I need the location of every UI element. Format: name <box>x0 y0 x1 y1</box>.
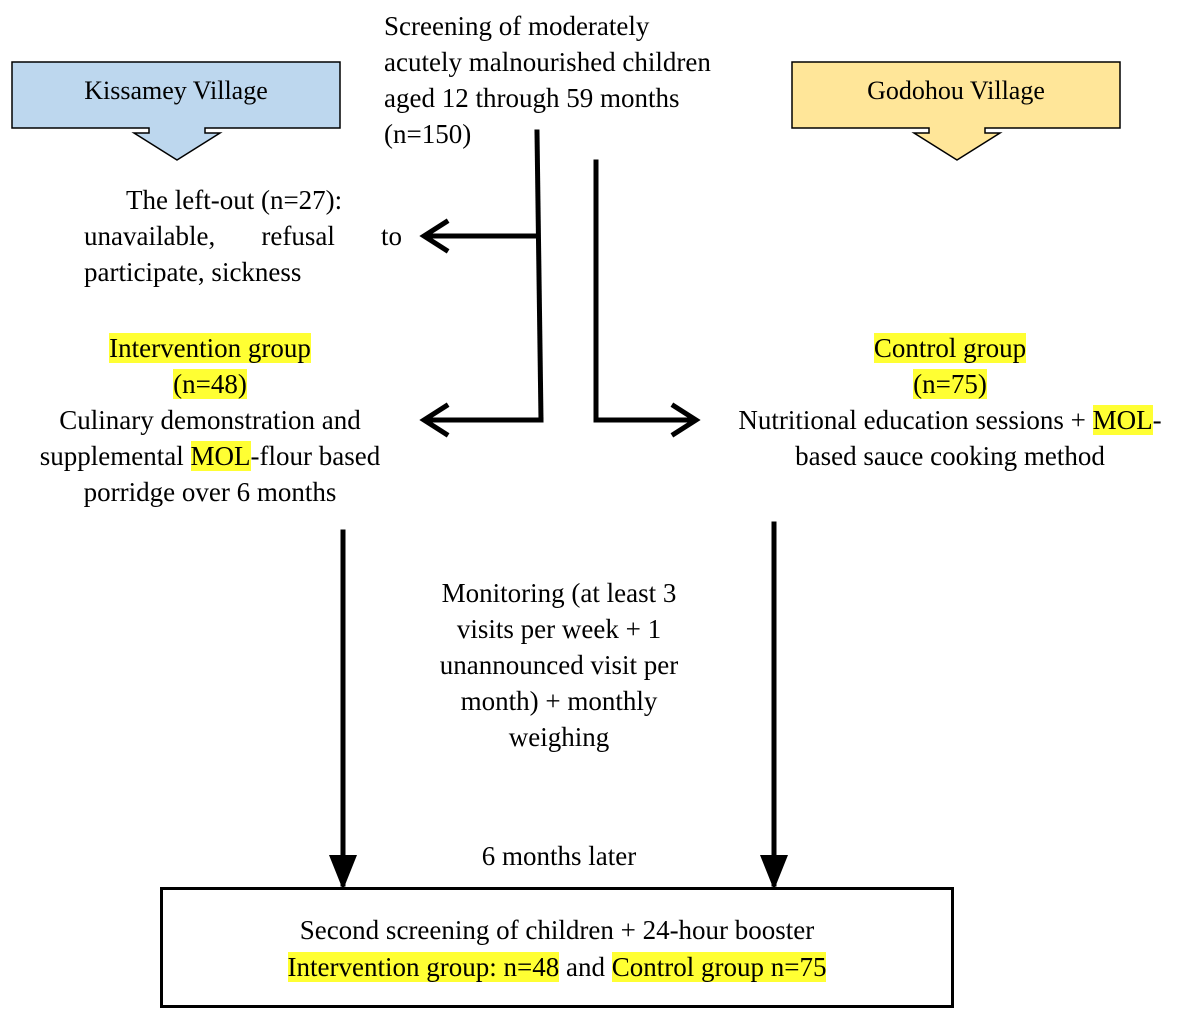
screening-text: Screening of moderately acutely malnouri… <box>384 8 711 152</box>
intervention-desc-text: -flour based <box>250 441 381 471</box>
control-group-title-row: Control group <box>705 330 1195 366</box>
six-months-later-label: 6 months later <box>481 841 637 871</box>
control-desc-line: based sauce cooking method <box>795 441 1105 471</box>
intervention-desc-line: supplemental MOL-flour based <box>10 438 410 474</box>
control-desc-text: Nutritional education sessions + <box>738 405 1093 435</box>
left-out-word: to <box>380 221 402 251</box>
intervention-group-block: Intervention group (n=48) Culinary demon… <box>10 330 410 510</box>
monitoring-text: Monitoring (at least 3 visits per week +… <box>400 575 718 755</box>
monitoring-line: month) + monthly <box>460 686 658 716</box>
kissamey-callout-shape <box>11 61 341 161</box>
screening-line: Screening of moderately <box>384 11 650 41</box>
godohou-village-label: Godohou Village <box>867 76 1045 105</box>
left-out-line: The left-out (n=27): <box>126 185 343 215</box>
mol-highlight: MOL <box>190 441 251 471</box>
left-out-word: refusal <box>261 221 335 251</box>
control-group-block: Control group (n=75) Nutritional educati… <box>705 330 1195 474</box>
control-group-n-row: (n=75) <box>705 366 1195 402</box>
intervention-group-title: Intervention group <box>109 333 311 363</box>
control-down-arrowhead <box>760 855 788 890</box>
mol-highlight: MOL <box>1092 405 1153 435</box>
control-arrowhead <box>670 402 701 438</box>
left-out-arrowhead <box>419 218 450 254</box>
control-desc-line: Nutritional education sessions + MOL- <box>705 402 1195 438</box>
godohou-callout-shape <box>791 61 1121 161</box>
monitoring-line: weighing <box>508 722 610 752</box>
monitoring-line: unannounced visit per <box>439 650 679 680</box>
left-out-text: The left-out (n=27): unavailable, refusa… <box>84 182 402 290</box>
control-group-n: (n=75) <box>913 369 987 399</box>
final-intervention-count: Intervention group: n=48 <box>287 952 560 982</box>
intervention-desc-line: porridge over 6 months <box>83 477 337 507</box>
monitoring-line: visits per week + 1 <box>456 614 662 644</box>
intervention-group-n-row: (n=48) <box>10 366 410 402</box>
kissamey-village-label: Kissamey Village <box>84 76 268 105</box>
second-screening-box: Second screening of children + 24-hour b… <box>160 887 954 1008</box>
intervention-down-arrowhead <box>329 855 357 890</box>
left-out-word: unavailable, <box>84 221 216 251</box>
control-group-title: Control group <box>873 333 1027 363</box>
intervention-group-title-row: Intervention group <box>10 330 410 366</box>
final-control-count: Control group n=75 <box>611 952 827 982</box>
intervention-arrowhead <box>419 402 450 438</box>
screening-line: (n=150) <box>384 119 472 149</box>
control-desc-text: - <box>1152 405 1162 435</box>
second-screening-line: Second screening of children + 24-hour b… <box>299 915 815 945</box>
intervention-group-n: (n=48) <box>173 369 247 399</box>
second-screening-groups-line: Intervention group: n=48 and Control gro… <box>163 949 951 986</box>
intervention-desc-line: Culinary demonstration and <box>59 405 361 435</box>
final-connector-text: and <box>559 952 612 982</box>
screening-line: acutely malnourished children <box>384 47 711 77</box>
intervention-desc-text: supplemental <box>39 441 191 471</box>
screening-line: aged 12 through 59 months <box>384 83 680 113</box>
monitoring-line: Monitoring (at least 3 <box>441 578 677 608</box>
left-out-line-justified: unavailable, refusal to <box>84 218 402 254</box>
left-out-line: participate, sickness <box>84 257 302 287</box>
left-trunk-line <box>534 129 544 423</box>
